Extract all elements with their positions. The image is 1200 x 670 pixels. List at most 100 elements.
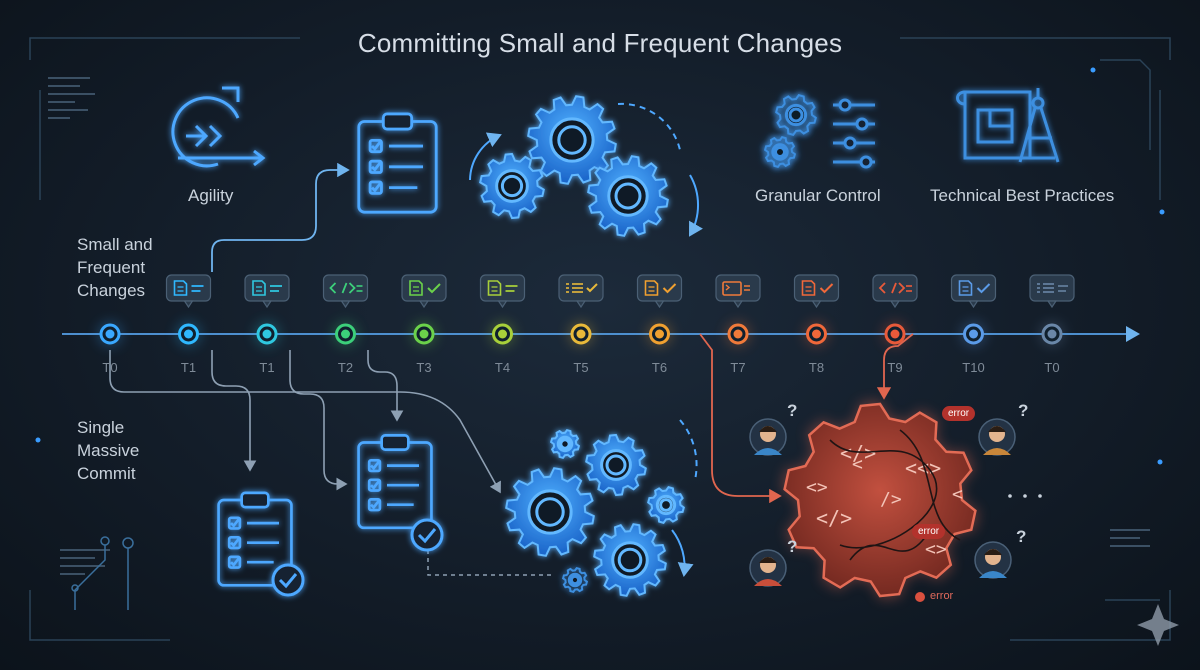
commit-node-core (733, 329, 743, 339)
rotation-arrow (671, 529, 694, 577)
lane-label-line: Small and (77, 235, 153, 254)
developer-avatar (978, 418, 1016, 456)
lane-label-line: Single (77, 418, 125, 437)
dashed-link (427, 550, 555, 576)
code-glyph: < (952, 484, 963, 505)
question-mark: ? (787, 401, 798, 420)
gear-icon (593, 523, 667, 597)
doc-check-icon (793, 274, 840, 309)
commit-node-core (419, 329, 429, 339)
tech-frame (29, 37, 1171, 641)
error-text: error (930, 590, 954, 602)
gear-icon (763, 135, 797, 169)
timeline-tick-label: T10 (962, 360, 985, 375)
code-glyph: /> (880, 489, 902, 510)
question-mark: ? (787, 537, 798, 556)
gears-icon (469, 95, 703, 237)
list-lines-icon (1029, 274, 1075, 309)
timeline-tick-label: T0 (102, 360, 118, 375)
lane-label-small-frequent: Small and Frequent Changes (77, 233, 153, 302)
developer-avatar (749, 549, 787, 587)
code-icon (322, 274, 369, 309)
flow-arrow (211, 162, 350, 272)
gear-icon (585, 433, 647, 497)
clipboard-icon (356, 433, 444, 552)
lane-label-single-massive: Single Massive Commit (77, 416, 139, 485)
lane-label-line: Changes (77, 281, 146, 300)
confused-developers (749, 418, 1016, 587)
commit-node-core (890, 329, 900, 339)
granular-control-icon (763, 94, 875, 169)
deco-text-lines (48, 77, 1150, 575)
timeline-tick-label: T0 (1044, 360, 1060, 375)
developer-avatar (749, 418, 787, 456)
lane-label-line: Commit (77, 464, 136, 483)
page-title: Committing Small and Frequent Changes (357, 28, 843, 58)
commit-node-core (184, 329, 193, 339)
error-flow-arrow (699, 333, 782, 504)
frame-dot (1159, 209, 1165, 215)
massive-commit-connectors (109, 350, 501, 494)
rotation-arrow (689, 174, 703, 237)
commit-node-core (341, 329, 350, 339)
blueprint-icon (956, 88, 1060, 163)
commit-node-core (1047, 329, 1057, 339)
lane-label-line: Massive (77, 441, 140, 460)
tangled-lines (829, 429, 961, 561)
timeline-tick-label: T1 (180, 360, 197, 375)
concept-label-best-practices: Technical Best Practices (930, 186, 1115, 205)
frame-dot (1157, 459, 1163, 465)
timeline-tick-label: T6 (651, 360, 668, 375)
timeline-tick-label: T1 (259, 360, 275, 375)
circuit-deco (71, 536, 134, 610)
doc-lines-icon (165, 274, 212, 309)
gear-icon (647, 486, 685, 524)
timeline-tick-label: T2 (337, 360, 354, 375)
doc-check-icon (636, 274, 683, 309)
frame-dot (35, 437, 41, 443)
doc-check-icon (401, 274, 447, 309)
clipboard-icon (217, 491, 305, 597)
list-check-icon (558, 274, 604, 309)
error-flow-arrow (876, 333, 914, 400)
rotation-arrow (469, 132, 502, 181)
code-glyph: </> (840, 441, 876, 465)
question-mark: ? (1016, 527, 1027, 546)
timeline-tick-label: T3 (416, 360, 432, 375)
diamond-mark (1137, 604, 1179, 646)
code-glyph: <> (925, 539, 947, 560)
gear-icon (527, 95, 617, 185)
trailing-dots (1008, 494, 1042, 498)
doc-check-icon (950, 274, 997, 309)
commit-node-core (576, 329, 586, 339)
timeline-tick-label: T9 (887, 360, 903, 375)
timeline-tick-label: T7 (730, 360, 746, 375)
commit-node-core (262, 329, 272, 339)
commit-badges (165, 274, 1075, 309)
gear-icon (587, 155, 669, 237)
concept-label-granular-control: Granular Control (755, 186, 881, 205)
timeline-tick-label: T4 (494, 360, 511, 375)
error-badge: error (942, 406, 976, 421)
commit-node-core (498, 329, 507, 339)
timeline-tick-label: T8 (808, 360, 825, 375)
terminal-icon (715, 274, 761, 309)
concept-label-agility: Agility (188, 186, 234, 205)
frame-dot (1090, 67, 1096, 73)
timeline-tick-label: T5 (573, 360, 589, 375)
commit-node-core (655, 329, 664, 339)
lane-label-line: Frequent (77, 258, 146, 277)
clipboard-icon (357, 112, 438, 214)
code-glyph: < (852, 454, 863, 475)
doc-lines-icon (244, 274, 290, 309)
gear-icon (561, 566, 589, 594)
agility-icon (171, 86, 266, 168)
commit-node-core (105, 329, 115, 339)
question-mark: ? (1018, 401, 1029, 420)
code-icon (872, 274, 918, 309)
developer-avatar (974, 541, 1012, 579)
gear-icon (479, 152, 545, 220)
timeline-nodes (97, 321, 1065, 347)
